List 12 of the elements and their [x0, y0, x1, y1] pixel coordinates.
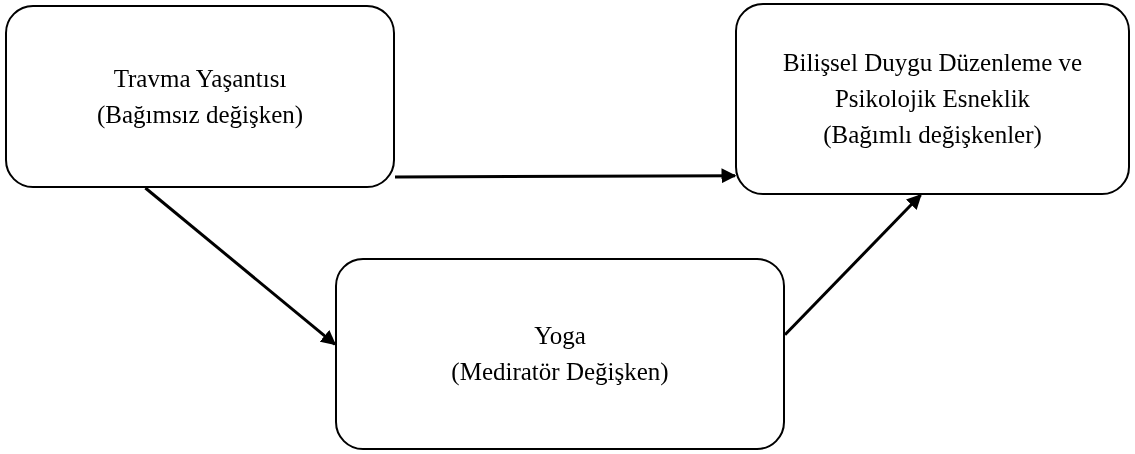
- arrow: [395, 168, 737, 184]
- arrow: [783, 193, 922, 336]
- box-text: Travma Yaşantısı: [113, 63, 287, 94]
- arrow: [144, 186, 337, 346]
- box-text: Yoga: [534, 321, 586, 351]
- rounded-box: [735, 3, 1130, 195]
- rounded-box: [335, 258, 785, 450]
- box-text: (Bağımlı değişkenler): [823, 120, 1042, 151]
- rounded-box: [5, 5, 395, 188]
- box-text: Bilişsel Duygu Düzenleme ve Psikolojik Esneklik: [781, 48, 1084, 114]
- box-text: (Bağımsız değişken): [96, 99, 304, 131]
- box-text: (Mediratör Değişken): [451, 357, 669, 388]
